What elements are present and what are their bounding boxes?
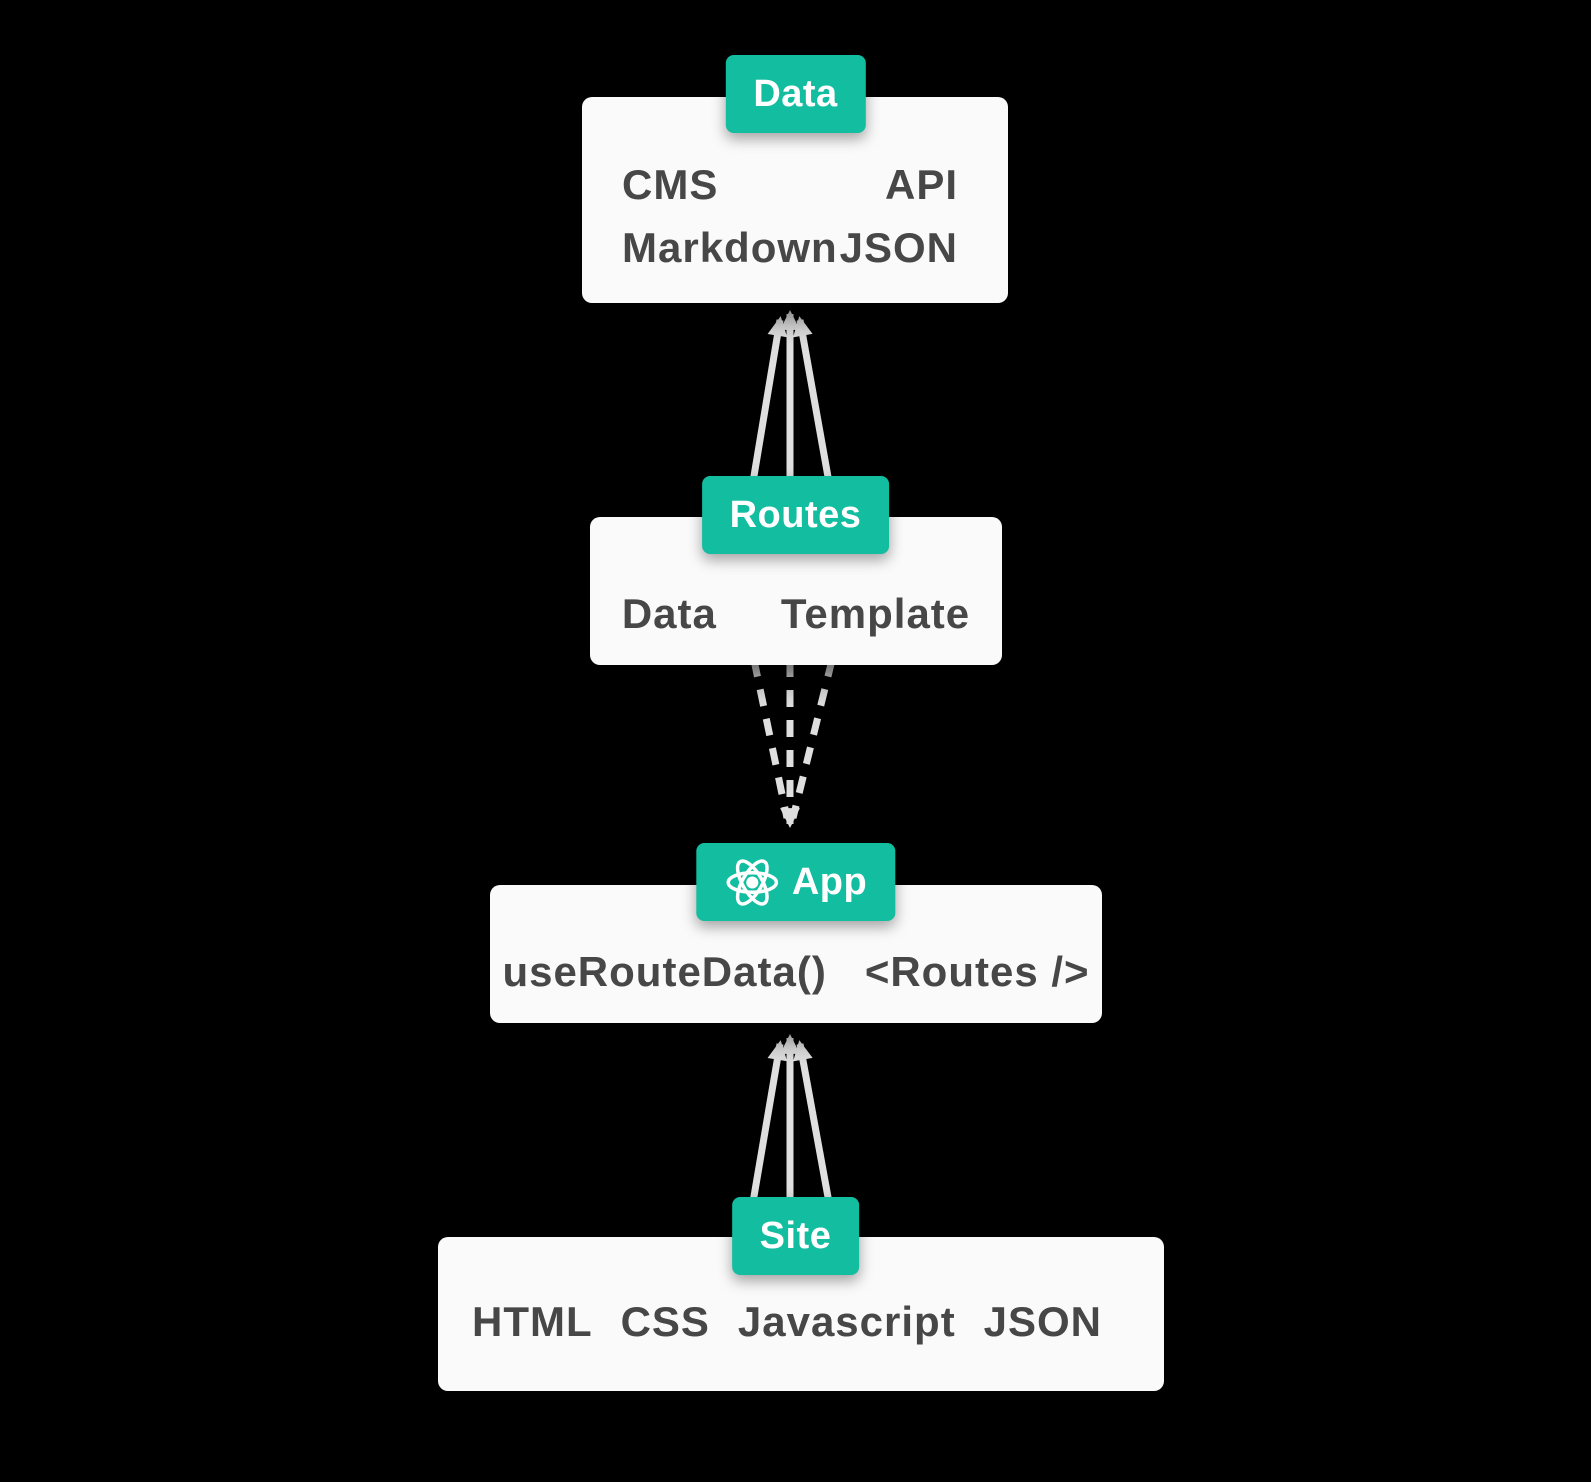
site-label: Site — [731, 1197, 860, 1275]
data-item-cms: CMS — [622, 161, 719, 208]
routes-node-row: Data Template — [590, 589, 1002, 639]
app-item-useroutedata: useRouteData() — [502, 948, 827, 995]
routes-item-template: Template — [780, 590, 971, 637]
connector-site-to-app — [748, 1034, 834, 1209]
site-item-json: JSON — [983, 1298, 1102, 1345]
app-label: App — [695, 843, 896, 921]
connector-routes-to-app — [750, 659, 836, 828]
site-item-javascript: Javascript — [737, 1298, 956, 1345]
data-node: CMS API Markdown JSON — [582, 97, 1008, 303]
routes-item-data: Data — [621, 590, 717, 637]
connector-routes-to-data — [748, 310, 834, 489]
routes-label: Routes — [701, 476, 890, 554]
data-label: Data — [725, 55, 866, 133]
data-item-json: JSON — [839, 224, 958, 271]
app-label-text: App — [791, 860, 868, 903]
site-item-css: CSS — [620, 1298, 710, 1345]
data-item-api: API — [884, 161, 958, 208]
routes-label-text: Routes — [729, 493, 862, 536]
data-node-row: CMS API — [622, 160, 958, 210]
site-item-html: HTML — [472, 1298, 593, 1345]
app-item-routes-component: <Routes /> — [864, 948, 1090, 995]
data-item-markdown: Markdown — [622, 224, 838, 271]
react-atom-icon — [725, 858, 778, 906]
site-node-row: HTML CSS Javascript JSON — [472, 1297, 1102, 1347]
site-label-text: Site — [759, 1214, 832, 1257]
app-node-row: useRouteData() <Routes /> — [490, 947, 1102, 997]
data-node-row: Markdown JSON — [622, 223, 958, 273]
data-label-text: Data — [753, 72, 838, 115]
